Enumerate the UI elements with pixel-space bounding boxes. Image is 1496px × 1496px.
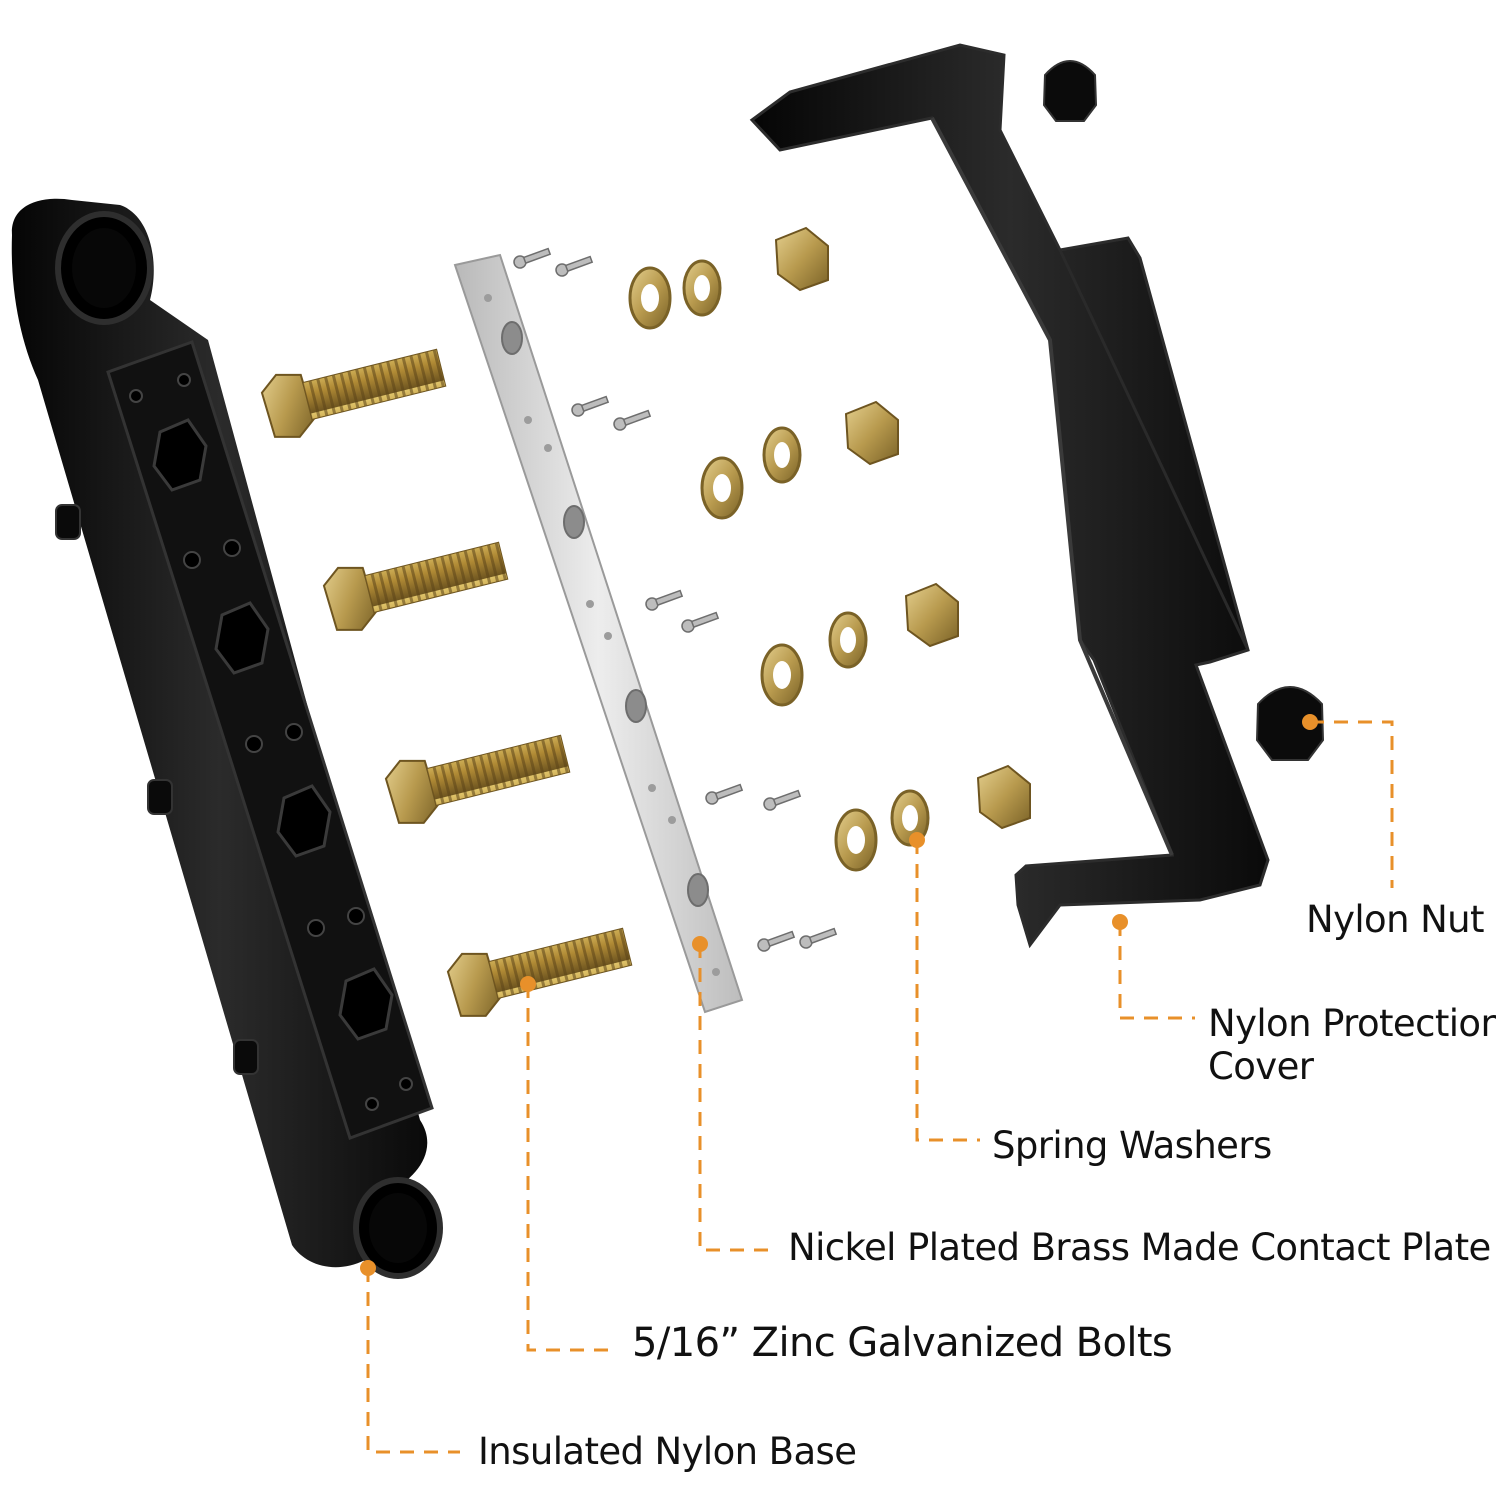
hex-nuts <box>774 226 1031 830</box>
spring-washers <box>682 259 930 847</box>
label-nylon-nut: Nylon Nut <box>1306 898 1485 941</box>
label-insulated-nylon-base: Insulated Nylon Base <box>478 1430 857 1473</box>
insulated-nylon-base <box>11 198 443 1279</box>
leader-contact-plate <box>698 944 770 1252</box>
label-contact-plate: Nickel Plated Brass Made Contact Plate <box>788 1226 1491 1269</box>
small-screws <box>513 247 838 952</box>
nickel-plated-brass-contact-plate <box>453 253 744 1014</box>
leader-bolts <box>526 984 610 1352</box>
label-nylon-protection-cover-line1: Nylon Protection <box>1208 1002 1496 1045</box>
leader-lines <box>366 720 1394 1454</box>
bolt <box>384 734 571 824</box>
bolt <box>446 927 633 1017</box>
label-nylon-protection-cover-line2: Cover <box>1208 1045 1314 1088</box>
leader-dots <box>360 714 1318 1276</box>
nylon-protection-cover <box>749 43 1270 949</box>
bolt <box>322 541 509 631</box>
bolt <box>260 348 447 438</box>
label-nylon-protection-cover: Nylon Protection Cover <box>1208 1002 1496 1088</box>
nylon-nuts <box>1042 60 1325 761</box>
leader-base <box>366 1268 460 1454</box>
leader-nylon-nut <box>1310 720 1394 888</box>
label-spring-washers: Spring Washers <box>992 1124 1272 1167</box>
leader-protection-cover <box>1118 922 1195 1020</box>
zinc-galvanized-bolts <box>260 348 633 1017</box>
leader-spring-washers <box>915 840 980 1142</box>
flat-washers <box>628 266 878 872</box>
label-zinc-galvanized-bolts: 5/16” Zinc Galvanized Bolts <box>632 1320 1173 1366</box>
